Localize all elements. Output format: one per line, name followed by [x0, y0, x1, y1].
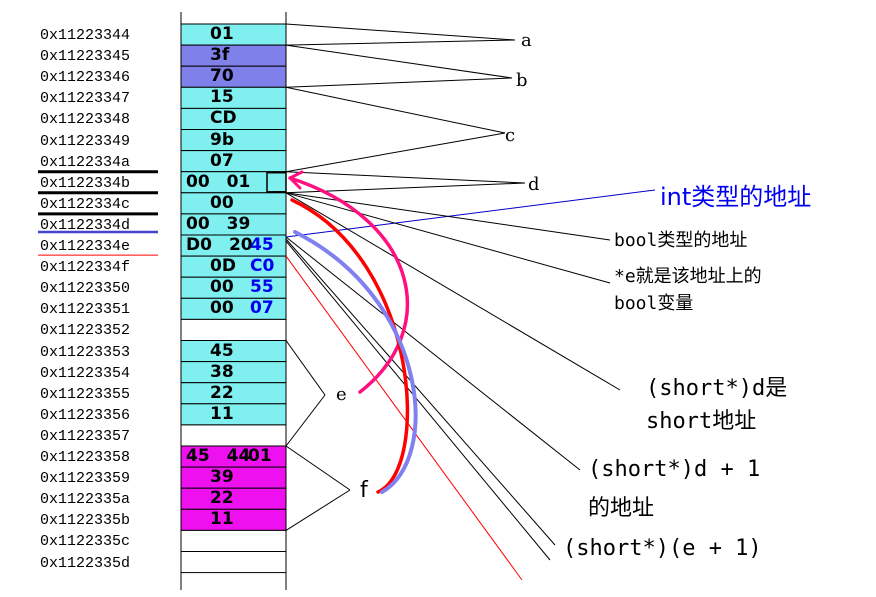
memory-value-overlay: 55 — [250, 277, 274, 298]
memory-value: 00 39 — [186, 213, 251, 234]
short-d-pointer — [285, 192, 621, 391]
memory-value-overlay: 45 — [250, 235, 274, 255]
short-d-annotation-line2: short地址 — [646, 409, 757, 434]
memory-value: 01 — [210, 24, 234, 44]
bool-address-pointer — [285, 192, 611, 241]
memory-value: CD — [210, 108, 237, 129]
short-d-plus1-annotation-line1: (short*)d + 1 — [588, 457, 761, 482]
pointer-line — [285, 23, 516, 41]
memory-value: 00 01 — [186, 171, 251, 192]
deref-pointer — [285, 192, 611, 284]
memory-cell — [180, 424, 287, 447]
memory-value: 22 — [210, 382, 234, 403]
memory-value: D0 20 — [186, 235, 253, 255]
memory-address: 0x1122334f — [40, 259, 131, 277]
memory-value: 39 — [210, 467, 234, 488]
memory-value: 3f — [210, 45, 230, 66]
memory-address: 0x11223347 — [40, 90, 131, 108]
pointer-line — [285, 77, 513, 88]
pointer-line — [285, 44, 513, 79]
short-e-plus1-pointer — [285, 240, 551, 561]
memory-address: 0x11223350 — [40, 280, 131, 298]
memory-address: 0x1122334d — [40, 216, 131, 234]
memory-address: 0x1122335c — [40, 533, 131, 551]
memory-value-overlay: 01 — [248, 446, 272, 466]
memory-value: 0D — [210, 256, 236, 277]
memory-address: 0x1122334e — [40, 238, 131, 255]
memory-address: 0x1122335a — [40, 491, 131, 509]
memory-address: 0x11223358 — [40, 449, 131, 466]
memory-value: 15 — [210, 87, 234, 108]
variable-label-b: b — [516, 70, 528, 91]
short-d-annotation-line1: (short*)d是 — [646, 376, 788, 401]
deref-annotation-line1: *e就是该地址上的 — [614, 266, 762, 287]
memory-value: 38 — [210, 361, 234, 382]
pointer-line — [285, 39, 516, 46]
variable-label-c: c — [505, 125, 516, 146]
pointer-line — [285, 171, 526, 184]
pink-arrow-curve — [288, 176, 409, 394]
memory-address: 0x1122335d — [40, 554, 131, 572]
int-address-annotation: int类型的地址 — [660, 183, 812, 211]
memory-value-overlay: C0 — [250, 256, 275, 277]
memory-cell — [180, 551, 287, 574]
lavender-arrow-curve — [293, 230, 418, 494]
memory-address: 0x11223353 — [40, 343, 131, 361]
memory-value: 45 44 — [186, 446, 251, 466]
memory-address: 0x1122334c — [40, 195, 131, 213]
memory-address: 0x11223349 — [40, 132, 131, 150]
bool-address-annotation: bool类型的地址 — [614, 230, 748, 251]
memory-address: 0x11223354 — [40, 364, 131, 382]
memory-address: 0x11223356 — [40, 406, 131, 424]
memory-address: 0x11223355 — [40, 385, 131, 403]
memory-value-overlay: 07 — [250, 298, 274, 319]
variable-label-d: d — [528, 174, 540, 195]
memory-value: 11 — [210, 403, 234, 424]
memory-cell — [180, 318, 287, 341]
memory-address: 0x1122334b — [40, 174, 131, 192]
pointer-line — [285, 132, 506, 173]
memory-address: 0x1122334a — [40, 153, 131, 171]
short-d-plus1-annotation-line2: 的地址 — [588, 496, 655, 521]
memory-address: 0x11223346 — [40, 69, 131, 87]
memory-value: 07 — [210, 150, 234, 171]
pointer-line — [285, 86, 506, 134]
pink-arrowhead — [288, 170, 304, 190]
memory-address: 0x11223345 — [40, 48, 131, 66]
memory-address: 0x11223351 — [40, 301, 131, 319]
short-e-plus1-annotation: (short*)(e + 1) — [563, 536, 762, 561]
red-guide-line — [285, 255, 523, 581]
variable-label-e: e — [336, 384, 347, 405]
memory-address: 0x11223359 — [40, 470, 131, 488]
short-d-plus1-pointer — [285, 236, 581, 471]
pointer-line — [285, 394, 326, 447]
memory-cell — [180, 44, 287, 67]
pointer-line — [285, 445, 351, 491]
memory-value: 00 — [210, 298, 234, 319]
memory-address: 0x11223348 — [40, 111, 131, 129]
memory-value: 00 — [210, 192, 234, 213]
memory-value: 00 — [210, 277, 234, 298]
memory-value: 9b — [210, 129, 234, 150]
pointer-line — [285, 489, 351, 531]
memory-address: 0x11223352 — [40, 322, 131, 340]
deref-annotation-line2: bool变量 — [614, 293, 694, 314]
memory-address: 0x1122335b — [40, 512, 131, 530]
variable-label-f: f — [360, 478, 368, 503]
memory-value: 22 — [210, 488, 234, 509]
short-e-plus1-pointer — [285, 238, 556, 546]
memory-value: 70 — [210, 66, 234, 87]
pointer-line — [285, 340, 326, 396]
memory-cell — [180, 529, 287, 553]
memory-value: 11 — [210, 509, 234, 530]
memory-address: 0x11223344 — [40, 27, 131, 44]
variable-label-a: a — [521, 30, 532, 51]
memory-value: 45 — [210, 340, 234, 361]
red-arrow-curve — [290, 198, 410, 494]
memory-address: 0x11223357 — [40, 427, 131, 445]
int-address-pointer — [285, 189, 656, 238]
